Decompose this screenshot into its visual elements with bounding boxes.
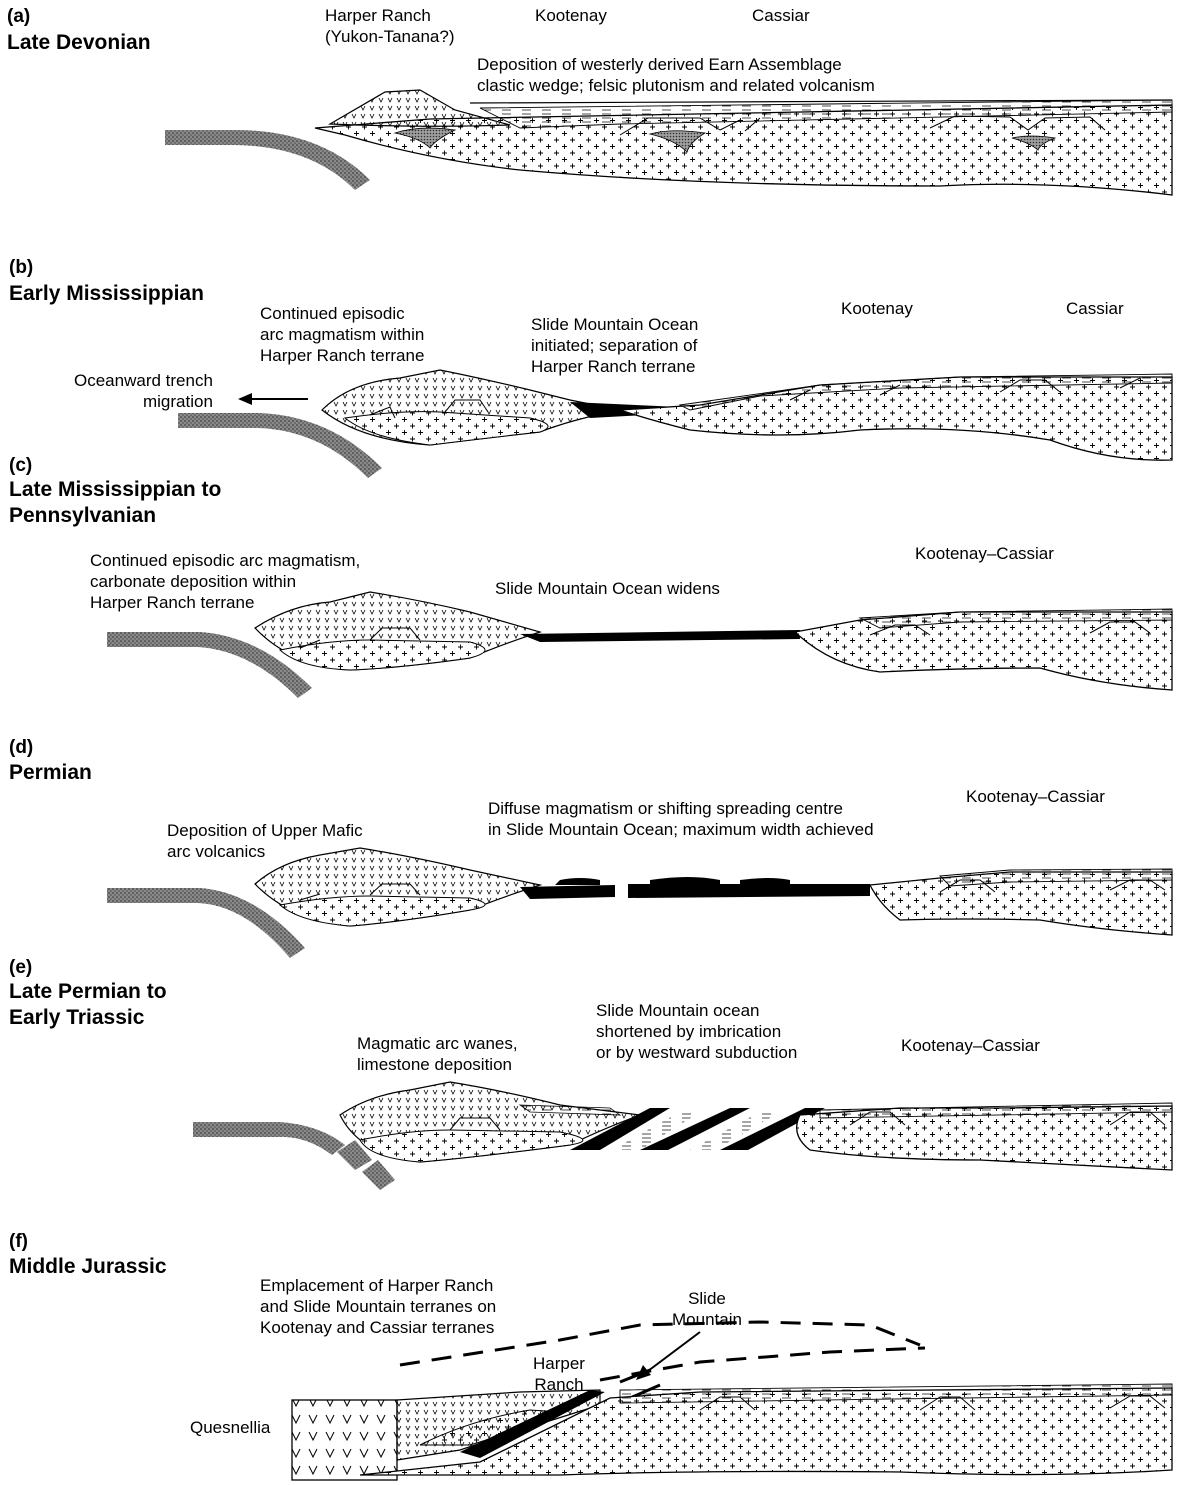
kootenay-cassiar-label: Kootenay–Cassiar	[915, 543, 1054, 564]
quesnellia-label: Quesnellia	[190, 1417, 270, 1438]
section-f	[292, 1322, 1172, 1480]
panel-f-letter: (f)	[9, 1231, 28, 1253]
panel-f-title: Middle Jurassic	[9, 1254, 167, 1280]
panel-d-letter: (d)	[9, 737, 33, 759]
panel-c-title: Late Mississippian to Pennsylvanian	[9, 477, 221, 529]
slide-mountain-ocean-floor	[520, 630, 800, 642]
section-d	[107, 848, 1172, 958]
harper-ranch-label: Harper Ranch	[533, 1353, 585, 1395]
arc-magmatism-label: Continued episodic arc magmatism within …	[260, 303, 424, 366]
kootenay-label: Kootenay	[841, 298, 913, 319]
section-e	[193, 1082, 1172, 1190]
kootenay-label: Kootenay	[535, 5, 607, 26]
subducting-slab	[362, 1160, 395, 1190]
section-b	[178, 370, 1172, 478]
harper-ranch-label: Harper Ranch (Yukon-Tanana?)	[325, 5, 454, 47]
carbonate-deposition-label: Continued episodic arc magmatism, carbon…	[90, 550, 360, 613]
panel-e-letter: (e)	[9, 957, 32, 979]
panel-c-letter: (c)	[9, 455, 32, 477]
cassiar-label: Cassiar	[1066, 298, 1124, 319]
panel-b-title: Early Mississippian	[9, 281, 204, 307]
kootenay-cassiar-label: Kootenay–Cassiar	[901, 1035, 1040, 1056]
diffuse-magmatism-label: Diffuse magmatism or shifting spreading …	[488, 798, 874, 840]
subducting-slab	[165, 130, 370, 190]
slide-mountain-initiated-label: Slide Mountain Ocean initiated; separati…	[531, 314, 698, 377]
panel-a-letter: (a)	[7, 6, 30, 28]
panel-e-title: Late Permian to Early Triassic	[9, 979, 167, 1031]
panel-d-title: Permian	[9, 760, 92, 786]
section-a	[165, 90, 1172, 195]
slide-mountain-ocean-floor	[520, 885, 615, 899]
ocean-widens-label: Slide Mountain Ocean widens	[495, 578, 720, 599]
ocean-shortened-label: Slide Mountain ocean shortened by imbric…	[596, 1000, 797, 1063]
trench-migration-arrow	[238, 390, 310, 410]
earn-assemblage-note: Deposition of westerly derived Earn Asse…	[477, 54, 875, 96]
arc-wanes-label: Magmatic arc wanes, limestone deposition	[357, 1033, 518, 1075]
quesnellia-block	[292, 1400, 397, 1480]
upper-mafic-label: Deposition of Upper Mafic arc volcanics	[167, 820, 363, 862]
kootenay-cassiar-label: Kootenay–Cassiar	[966, 786, 1105, 807]
slide-mountain-ocean-floor	[628, 884, 870, 898]
slide-mountain-pointer	[640, 1332, 700, 1377]
cassiar-label: Cassiar	[752, 5, 810, 26]
trench-migration-label: Oceanward trench migration	[74, 370, 213, 412]
emplacement-label: Emplacement of Harper Ranch and Slide Mo…	[260, 1275, 496, 1338]
slide-mountain-label: Slide Mountain	[672, 1288, 742, 1330]
subducting-slab	[193, 1122, 345, 1155]
panel-a-title: Late Devonian	[7, 30, 151, 56]
panel-b-letter: (b)	[9, 257, 33, 279]
